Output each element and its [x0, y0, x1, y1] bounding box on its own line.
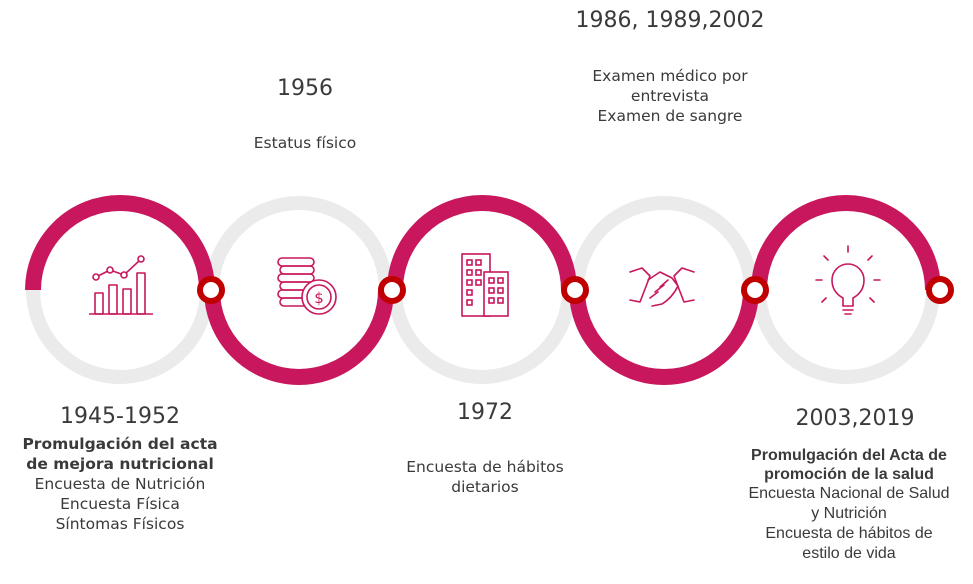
ring-5-accent-arc: [751, 195, 941, 291]
ring-accents: [25, 195, 941, 385]
junction-nodes: [197, 276, 954, 304]
ring-3-gray-arc: [388, 289, 576, 384]
milestone-5-line-2: y Nutrición: [811, 505, 887, 522]
milestone-1-text: Promulgación del acta de mejora nutricio…: [0, 434, 240, 534]
ring-2-accent-arc: [204, 289, 394, 385]
milestone-3-line-1: Encuesta de hábitos: [406, 458, 564, 476]
milestone-5-line-1: Encuesta Nacional de Salud: [748, 485, 950, 502]
ring-4-gray-arc: [570, 196, 758, 291]
milestone-5-bold-line-2: promoción de la salud: [764, 466, 934, 483]
handshake-icon: [629, 267, 695, 307]
ring-2-gray-arc: [205, 196, 393, 291]
milestone-2-line-1: Estatus físico: [253, 134, 357, 152]
ring-backgrounds: [26, 196, 940, 384]
milestone-4-text: Examen médico por entrevista Examen de s…: [555, 66, 785, 126]
node-1: [197, 276, 225, 304]
milestone-1-line-3: Síntomas Físicos: [55, 515, 185, 533]
milestone-4-line-3: Examen de sangre: [597, 107, 743, 125]
milestone-1-bold-line-1: Promulgación del acta: [22, 435, 218, 453]
milestone-3-line-2: dietarios: [451, 478, 519, 496]
node-2: [378, 276, 406, 304]
milestone-5-text: Promulgación del Acta de promoción de la…: [725, 446, 973, 564]
milestone-4-line-1: Examen médico por: [592, 67, 748, 85]
svg-text:$: $: [314, 289, 324, 307]
ring-1-accent-arc: [25, 195, 215, 291]
buildings-icon: [461, 253, 509, 317]
node-4: [741, 276, 769, 304]
milestone-1-line-1: Encuesta de Nutrición: [34, 475, 206, 493]
milestone-5-year: 2003,2019: [795, 406, 915, 431]
milestone-4-line-2: entrevista: [630, 87, 710, 105]
milestone-2-year: 1956: [277, 76, 333, 101]
milestone-2-text: Estatus físico: [205, 133, 405, 153]
growth-chart-icon: [89, 255, 153, 315]
ring-5-gray-arc: [752, 289, 940, 384]
ring-4-accent-arc: [569, 289, 759, 385]
milestone-3-year: 1972: [457, 400, 513, 425]
ring-3-accent-arc: [387, 195, 577, 291]
lightbulb-icon: [815, 245, 881, 315]
milestone-5-line-4: estilo de vida: [802, 545, 896, 562]
milestone-4-year: 1986, 1989,2002: [575, 8, 765, 33]
milestone-1-bold-line-2: de mejora nutricional: [26, 455, 214, 473]
milestone-1-line-2: Encuesta Física: [60, 495, 180, 513]
coins-dollar-icon: $: [277, 257, 337, 315]
ring-1-gray-arc: [26, 289, 214, 384]
milestone-5-bold-line-1: Promulgación del Acta de: [751, 447, 947, 464]
node-3: [561, 276, 589, 304]
milestone-3-text: Encuesta de hábitos dietarios: [370, 457, 600, 497]
milestone-1-year: 1945-1952: [60, 404, 180, 429]
milestone-5-line-3: Encuesta de hábitos de: [765, 525, 933, 542]
node-5: [926, 276, 954, 304]
